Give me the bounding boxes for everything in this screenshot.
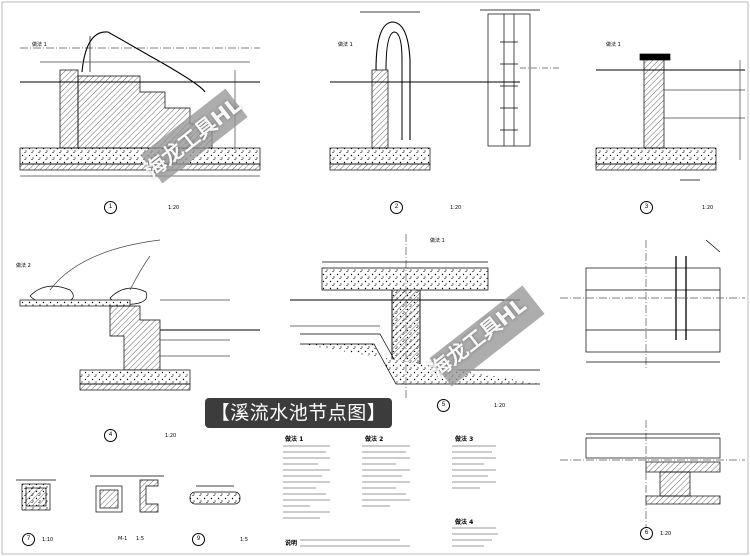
drawing-title-banner: 【溪流水池节点图】 xyxy=(205,398,392,428)
detail-number-7: 7 xyxy=(22,533,35,546)
detail-scale-6: 1:20 xyxy=(660,531,672,537)
detail-m1 xyxy=(90,475,164,513)
detail-6 xyxy=(560,420,745,530)
note-1-title: 做法 1 xyxy=(285,436,304,443)
detail-1-callout: 做法 1 xyxy=(32,42,47,48)
detail-number-1: 1 xyxy=(104,201,117,214)
detail-5 xyxy=(290,234,540,400)
detail-scale-7: 1:10 xyxy=(42,537,54,543)
detail-number-3: 3 xyxy=(640,201,653,214)
detail-2-callout: 做法 1 xyxy=(338,42,353,48)
detail-scale-9: 1:5 xyxy=(240,537,249,543)
detail-4-callout: 做法 2 xyxy=(16,263,31,269)
detail-9 xyxy=(189,485,241,505)
detail-plan xyxy=(560,239,745,370)
detail-scale-3: 1:20 xyxy=(702,205,714,211)
m1-scale: 1:5 xyxy=(136,536,145,542)
detail-number-2: 2 xyxy=(390,201,403,214)
note-4-title: 做法 4 xyxy=(455,519,474,526)
detail-3 xyxy=(595,53,745,181)
detail-2 xyxy=(329,9,560,171)
notes-block xyxy=(283,445,498,547)
detail-3-callout: 做法 1 xyxy=(606,42,621,48)
detail-4 xyxy=(19,239,260,391)
detail-scale-5: 1:20 xyxy=(494,403,506,409)
detail-number-9: 9 xyxy=(192,533,205,546)
m1-label: M-1 xyxy=(118,536,128,542)
detail-5-callout: 做法 1 xyxy=(430,238,445,244)
note-3-title: 做法 3 xyxy=(455,436,474,443)
detail-scale-2: 1:20 xyxy=(450,205,462,211)
detail-scale-1: 1:20 xyxy=(168,205,180,211)
remark-title: 说明 xyxy=(285,540,298,547)
detail-number-6: 6 xyxy=(640,527,653,540)
detail-number-5: 5 xyxy=(437,399,450,412)
note-2-title: 做法 2 xyxy=(365,436,384,443)
detail-number-4: 4 xyxy=(104,429,117,442)
detail-7 xyxy=(16,479,56,511)
detail-scale-4: 1:20 xyxy=(165,433,177,439)
